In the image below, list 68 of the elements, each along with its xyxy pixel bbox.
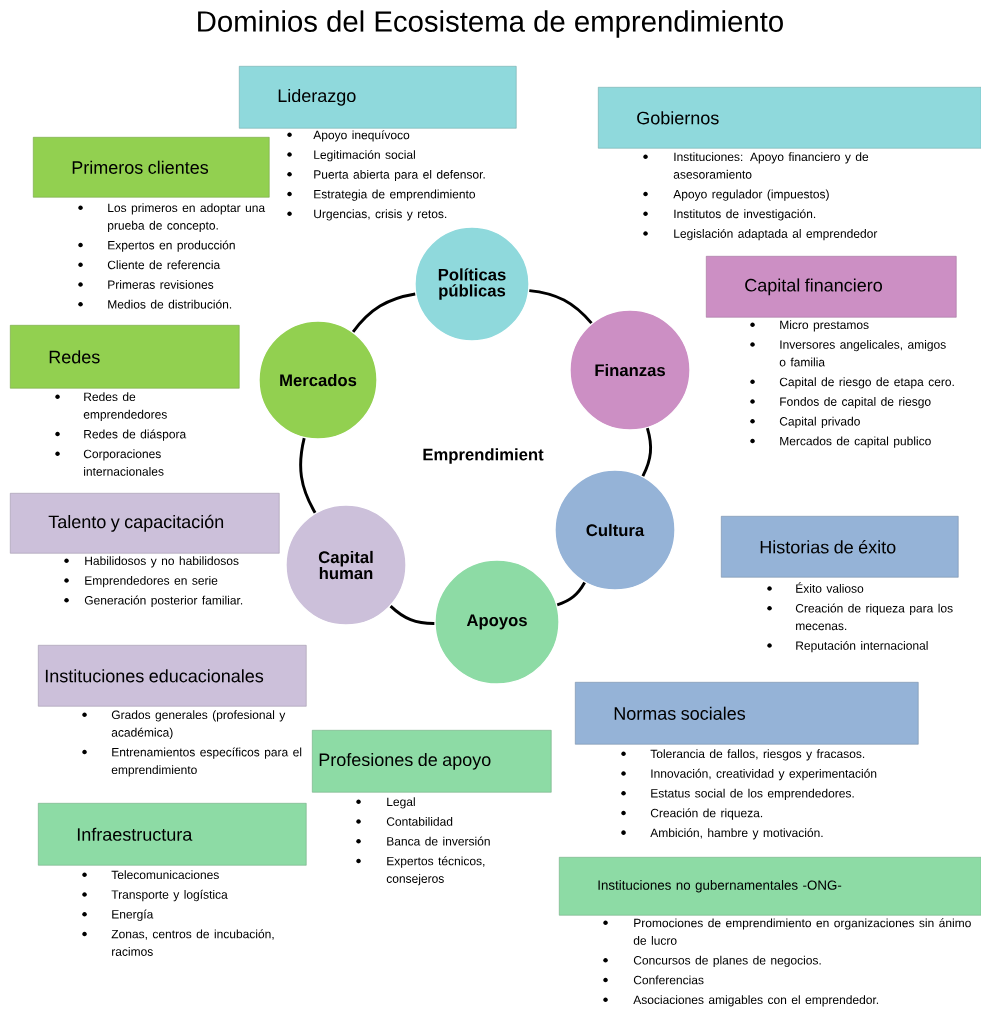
list-item: Generación posterior familiar. xyxy=(64,595,243,607)
list-item: Medios de distribución. xyxy=(78,299,232,309)
list-item: Capital privado xyxy=(750,416,860,428)
header-box: Talento y capacitación xyxy=(10,493,280,554)
ring-connector xyxy=(641,427,653,477)
list-item: Grados generales (profesional y académica) xyxy=(82,710,286,740)
list-item: Asociaciones amigables con el emprendedor. xyxy=(603,995,879,1007)
list-item: Éxito valioso xyxy=(767,582,864,593)
list-item: Redes de diáspora xyxy=(55,429,187,441)
list-item: Ambición, hambre y motivación. xyxy=(621,828,823,840)
header-box: Normas sociales xyxy=(575,682,919,745)
ring-connector xyxy=(556,581,586,607)
list-item: Concursos de planes de negocios. xyxy=(603,955,821,967)
header-box: Liderazgo xyxy=(239,66,517,129)
list-item: Entrenamientos específicos para el emprendimiento xyxy=(82,747,302,777)
header-box: Redes xyxy=(10,325,240,389)
list-item: Legislación adaptada al emprendedor xyxy=(643,228,878,241)
header-box: Capital financiero xyxy=(706,256,957,318)
list-item: Legal xyxy=(356,797,415,809)
header-box: Profesiones de apoyo xyxy=(312,730,552,793)
list-item: Los primeros en adoptar una prueba de concepto. xyxy=(78,203,266,233)
list-item: Banca de inversión xyxy=(356,836,490,846)
list-item: Energía xyxy=(82,909,154,921)
list-item: Urgencias, crisis y retos. xyxy=(287,209,447,221)
list-item: Expertos técnicos, consejeros xyxy=(356,856,485,886)
list-item: Tolerancia de fallos, riesgos y fracasos. xyxy=(621,749,865,761)
list-item: Mercados de capital publico xyxy=(750,436,931,448)
list-item: Estrategia de emprendimiento xyxy=(287,189,476,201)
list-item: Promociones de emprendimiento en organizaciones sin ánimo de lucro xyxy=(603,918,971,945)
list-item: Creación de riqueza para los mecenas. xyxy=(767,603,953,631)
list-item: Innovación, creatividad y experimentación xyxy=(621,768,877,781)
list-item: Apoyo regulador (impuestos) xyxy=(643,189,829,201)
list-item: Telecomunicaciones xyxy=(82,870,219,880)
list-item: Corporaciones internacionales xyxy=(55,449,164,476)
center-label: Emprendimient xyxy=(423,448,544,464)
header-box: Gobiernos xyxy=(598,87,981,149)
header-box: Instituciones educacionales xyxy=(38,645,307,707)
ring-connector xyxy=(351,292,416,333)
list-item: Apoyo inequívoco xyxy=(287,130,410,142)
list-item: Zonas, centros de incubación, racimos xyxy=(82,929,274,956)
list-item: Estatus social de los emprendedores. xyxy=(621,788,854,800)
list-item: Instituciones: Apoyo financiero y de asesoramiento xyxy=(643,152,869,179)
list-item: Habilidosos y no habilidosos xyxy=(64,556,239,568)
header-box: Instituciones no gubernamentales -ONG- xyxy=(559,857,981,916)
list-item: Inversores angelicales, amigos o familia xyxy=(750,340,946,367)
list-item: Institutos de investigación. xyxy=(643,209,816,221)
list-item: Puerta abierta para el defensor. xyxy=(287,169,485,182)
list-item: Capital de riesgo de etapa cero. xyxy=(750,377,954,389)
list-item: Primeras revisiones xyxy=(78,280,214,289)
ring-connector xyxy=(389,605,435,625)
ring-connector xyxy=(529,289,593,325)
list-item: Contabilidad xyxy=(356,817,453,826)
list-item: Cliente de referencia xyxy=(78,260,221,270)
list-item: Legitimación social xyxy=(287,150,415,162)
header-box: Historias de éxito xyxy=(721,516,959,578)
title: Dominios del Ecosistema de emprendimiento xyxy=(198,10,783,38)
list-item: Redes de emprendedores xyxy=(55,392,167,422)
ring-connector xyxy=(299,437,317,514)
list-item: Reputación internacional xyxy=(767,640,928,653)
header-box: Primeros clientes xyxy=(33,137,270,198)
list-item: Micro prestamos xyxy=(750,320,869,332)
header-box: Infraestructura xyxy=(38,803,307,866)
list-item: Creación de riqueza. xyxy=(621,808,763,820)
list-item: Emprendedores en serie xyxy=(64,576,218,588)
list-item: Conferencias xyxy=(603,975,704,985)
list-item: Expertos en producción xyxy=(78,240,235,252)
list-item: Fondos de capital de riesgo xyxy=(750,397,931,409)
list-item: Transporte y logística xyxy=(82,889,228,902)
